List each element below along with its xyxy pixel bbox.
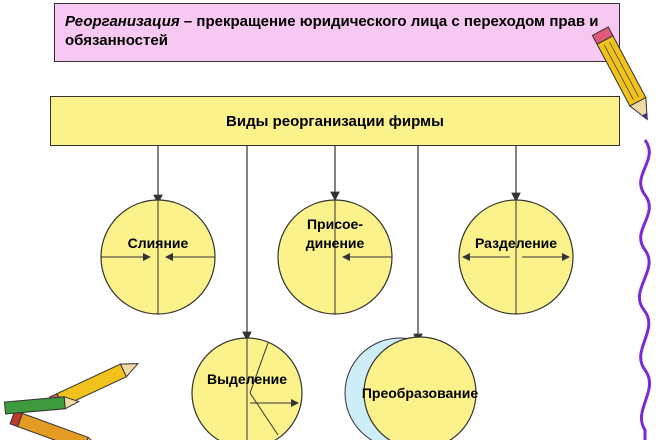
merger-circle (100, 199, 216, 315)
connectors (153, 146, 521, 344)
division-label: Разделение (474, 235, 558, 251)
merger-label: Слияние (127, 235, 189, 251)
pencils-icon-bottom-left (3, 363, 140, 440)
pencil-icon-top-right (591, 26, 648, 121)
definition-box: Реорганизация – прекращение юридического… (54, 3, 620, 62)
definition-text: – прекращение юридического лица с перехо… (65, 13, 599, 49)
accession-label-line1: Присое- (306, 216, 363, 232)
separation-label: Выделение (206, 371, 288, 387)
transformation-shape (344, 336, 477, 440)
accession-label-line2: динение (305, 235, 365, 251)
squiggle-line-right (637, 139, 652, 440)
division-circle (458, 199, 574, 315)
definition-term: Реорганизация (65, 13, 180, 30)
separation-circle (191, 337, 303, 440)
transformation-label: Преобразование (361, 385, 479, 401)
reorganization-types-header: Виды реорганизации фирмы (50, 96, 620, 146)
reorganization-types-title: Виды реорганизации фирмы (226, 112, 444, 130)
accession-circle (277, 199, 393, 315)
